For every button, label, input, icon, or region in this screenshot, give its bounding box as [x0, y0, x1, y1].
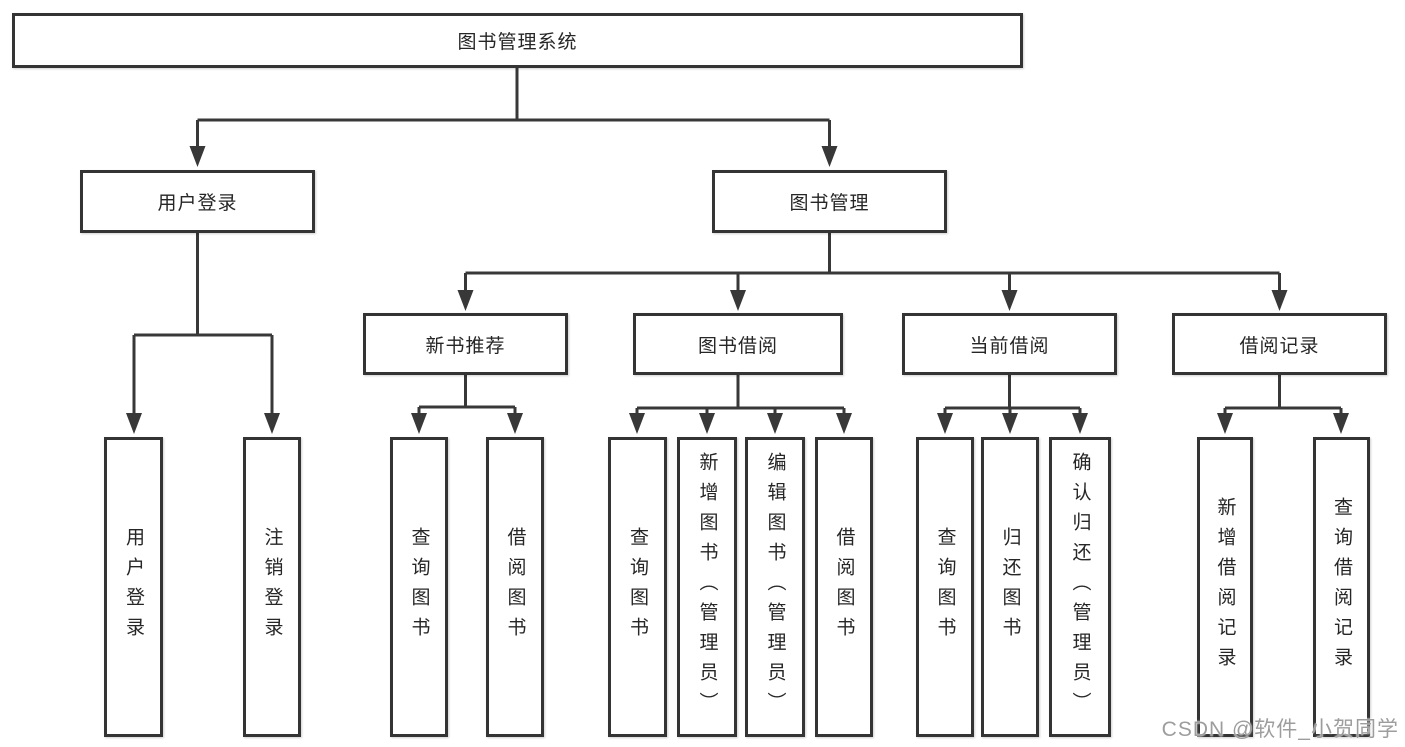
leaf-borrow-books-recommend: 借阅图书	[486, 437, 544, 737]
leaf-borrow-books: 借阅图书	[815, 437, 873, 737]
leaf-query-books-current: 查询图书	[916, 437, 974, 737]
node-new-book-recommend: 新书推荐	[363, 313, 568, 375]
node-book-management: 图书管理	[712, 170, 947, 233]
leaf-return-books: 归还图书	[981, 437, 1039, 737]
leaf-add-books-admin: 新增图书（管理员）	[677, 437, 737, 737]
node-root: 图书管理系统	[12, 13, 1023, 68]
leaf-confirm-return-admin: 确认归还（管理员）	[1049, 437, 1111, 737]
node-book-borrow: 图书借阅	[633, 313, 843, 375]
csdn-watermark: CSDN @软件_小贺同学	[1161, 718, 1399, 741]
leaf-edit-books-admin: 编辑图书（管理员）	[745, 437, 805, 737]
arrowheads	[126, 146, 1349, 434]
leaf-user-login: 用户登录	[104, 437, 163, 737]
leaf-query-books-borrow: 查询图书	[608, 437, 667, 737]
leaf-query-books-recommend: 查询图书	[390, 437, 448, 737]
leaf-add-borrow-record: 新增借阅记录	[1197, 437, 1253, 737]
node-borrow-records: 借阅记录	[1172, 313, 1387, 375]
node-current-borrow: 当前借阅	[902, 313, 1117, 375]
leaf-logout: 注销登录	[243, 437, 301, 737]
leaf-query-borrow-record: 查询借阅记录	[1313, 437, 1370, 737]
node-user-login: 用户登录	[80, 170, 315, 233]
connector-stems	[132, 68, 1343, 416]
